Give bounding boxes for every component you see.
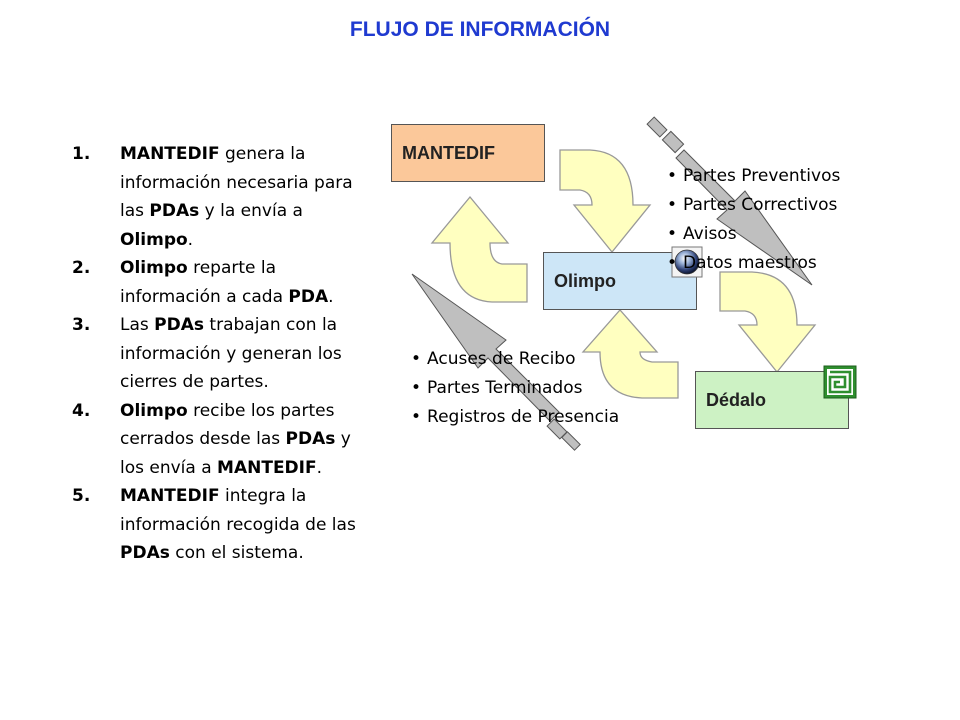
step-keyword: MANTEDIF — [217, 457, 317, 478]
curved-arrow-mantedif-olimpo — [559, 149, 652, 254]
step-keyword: MANTEDIF — [120, 144, 220, 164]
inbound-item: Acuses de Recibo — [411, 345, 619, 374]
green-maze-icon — [823, 365, 857, 399]
step-text: . — [328, 286, 334, 307]
step-item: 3. Las PDAs trabajan con la información y… — [72, 311, 364, 397]
step-text: integra la información recogida de las — [120, 486, 356, 535]
step-keyword: PDAs — [154, 315, 205, 335]
step-keyword: MANTEDIF — [120, 486, 220, 506]
step-item: 5. MANTEDIF integra la información recogi… — [72, 482, 364, 568]
node-olimpo-label: Olimpo — [554, 270, 616, 291]
step-text: Las — [120, 315, 155, 335]
step-text: y los envía a — [120, 429, 351, 478]
page-title: FLUJO DE INFORMACIÓN — [349, 18, 611, 41]
inbound-item: Registros de Presencia — [411, 403, 619, 432]
outbound-item: Partes Correctivos — [667, 191, 840, 220]
step-item: 4. Olimpo recibe los partes cerrados desd… — [72, 397, 364, 483]
step-text: genera la información necesaria para las — [120, 144, 353, 221]
inbound-item: Partes Terminados — [411, 374, 619, 403]
step-number: 5. — [72, 486, 91, 506]
step-keyword: PDAs — [120, 543, 170, 563]
outbound-item: Datos maestros — [667, 249, 840, 278]
node-dedalo: Dédalo — [695, 371, 849, 429]
step-number: 2. — [72, 258, 91, 278]
step-keyword: Olimpo — [120, 400, 188, 421]
step-text: con el sistema. — [169, 543, 304, 563]
steps-list: 1. MANTEDIF genera la información necesar… — [72, 140, 364, 568]
step-keyword: PDAs — [285, 429, 336, 449]
step-keyword: Olimpo — [120, 229, 188, 250]
outbound-item: Partes Preventivos — [667, 162, 840, 191]
step-item: 2. Olimpo reparte la información a cada P… — [72, 254, 364, 311]
step-keyword: PDA — [288, 286, 329, 307]
step-text: reparte la información a cada — [120, 258, 289, 307]
step-number: 3. — [72, 315, 91, 335]
step-text: . — [316, 457, 323, 478]
step-keyword: Olimpo — [120, 258, 188, 278]
inbound-items-list: Acuses de ReciboPartes TerminadosRegistr… — [411, 345, 619, 432]
outbound-items-list: Partes PreventivosPartes CorrectivosAvis… — [667, 162, 840, 278]
step-number: 1. — [72, 144, 91, 164]
node-mantedif: MANTEDIF — [391, 124, 545, 182]
step-keyword: PDAs — [149, 201, 200, 221]
curved-arrow-olimpo-mantedif — [430, 195, 528, 303]
step-text: recibe los partes cerrados desde las — [120, 400, 335, 450]
node-mantedif-label: MANTEDIF — [402, 142, 495, 163]
outbound-item: Avisos — [667, 220, 840, 249]
step-text: . — [187, 229, 194, 250]
curved-arrow-olimpo-dedalo — [719, 271, 817, 374]
node-dedalo-label: Dédalo — [706, 389, 767, 410]
step-text: y la envía a — [199, 201, 303, 221]
step-item: 1. MANTEDIF genera la información necesar… — [72, 140, 364, 254]
step-text: trabajan con la información y generan lo… — [120, 315, 342, 392]
step-number: 4. — [72, 400, 91, 421]
